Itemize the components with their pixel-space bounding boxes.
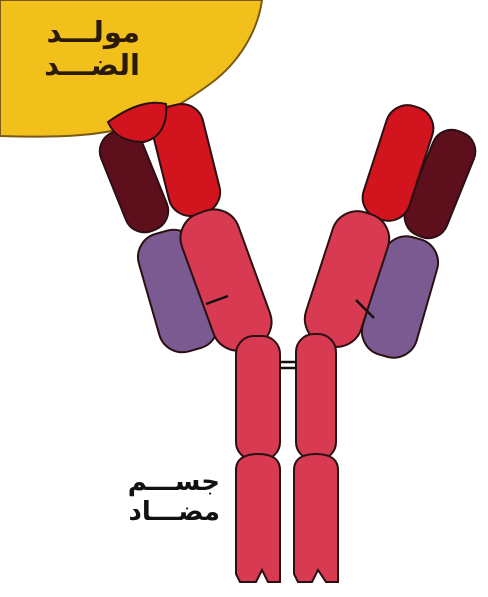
right-stem-upper [296, 334, 336, 460]
antigen-label-line-1: مولـــد [20, 16, 140, 49]
antibody-label-line-2: مضـــاد [110, 498, 220, 528]
antigen-label-line-2: الضـــد [20, 49, 140, 82]
right-stem-lower [294, 454, 338, 582]
antigen-label: مولـــد الضـــد [20, 16, 140, 83]
left-stem-lower [236, 454, 280, 582]
antibody-label: جســـم مضـــاد [110, 468, 220, 528]
left-stem-upper [236, 336, 280, 460]
antibody-label-line-1: جســـم [110, 468, 220, 498]
